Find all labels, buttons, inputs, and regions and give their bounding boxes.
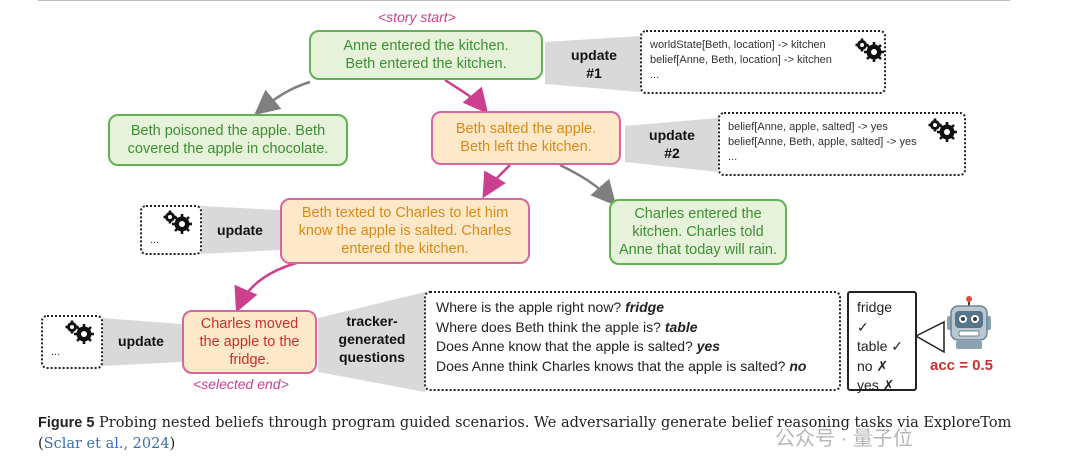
gear-icon [65,320,94,344]
state-box-2: belief[Anne, apple, salted] -> yes belie… [718,112,966,176]
story-node-4: Beth texted to Charles to let him know t… [280,198,530,264]
update-label-3: update [217,222,263,238]
state-box-1: worldState[Beth, location] -> kitchen be… [640,30,886,94]
top-rule [38,0,1010,1]
arrow-n4-n6 [234,260,301,313]
question-row: Does Anne know that the apple is salted?… [436,338,721,354]
answer-row: no ✗ [857,357,889,374]
answer-row: fridge ✓ [857,299,893,335]
story-node-2: Beth poisoned the apple. Beth covered th… [108,114,348,166]
funnel-tracker [318,292,425,392]
state-line: belief[Anne, Beth, location] -> kitchen [650,54,832,66]
arrow-n3-n5 [559,163,617,206]
tracker-questions-label: tracker- generated questions [338,313,406,365]
caption-cite-open: ( [38,436,44,452]
figure-caption: Figure 5 Probing nested beliefs through … [38,413,1038,455]
caption-cite-close: ) [169,436,176,452]
questions-box: Where is the apple right now? fridge Whe… [424,291,841,391]
story-node-5: Charles entered the kitchen. Charles tol… [609,199,787,265]
arrow-n3-n4 [482,164,511,199]
update-label-4: update [118,333,164,349]
state-line: worldState[Beth, location] -> kitchen [650,39,826,51]
story-node-6: Charles moved the apple to the fridge. [182,310,317,374]
story-node-1: Anne entered the kitchen. Beth entered t… [309,30,543,80]
caption-text: Probing nested beliefs through program g… [99,415,1012,431]
arrow-n1-n3 [444,78,489,114]
funnel-update-1 [545,36,640,92]
state-line: ... [650,69,660,81]
robot-icon [947,296,991,349]
question-row: Where is the apple right now? fridge [436,299,664,315]
state-line: belief[Anne, Beth, apple, salted] -> yes [728,136,917,148]
update-label-1: update #1 [571,47,617,81]
state-line: belief[Anne, apple, salted] -> yes [728,121,888,133]
funnel-update-2 [625,118,718,172]
state-line: ... [150,234,160,246]
state-line: ... [728,151,738,163]
watermark: 公众号 · 量子位 [775,428,913,450]
arrow-n1-n2 [254,80,311,116]
gear-icon [855,38,884,62]
selected-end-tag: <selected end> [193,376,289,392]
update-label-2: update #2 [649,127,695,161]
question-row: Does Anne think Charles knows that the a… [436,357,807,374]
story-node-3: Beth salted the apple. Beth left the kit… [431,111,621,165]
answers-box: fridge ✓ table ✓ no ✗ yes ✗ [847,291,917,393]
gear-icon [928,118,957,142]
accuracy-label: acc = 0.5 [930,357,993,374]
answer-row: yes ✗ [857,377,895,393]
funnel-update-3 [200,206,280,254]
gear-icon [163,210,192,234]
question-row: Where does Beth think the apple is? tabl… [436,318,698,335]
answer-row: table ✓ [857,338,903,354]
citation-link[interactable]: Sclar et al., 2024 [43,436,170,452]
funnel-update-4 [102,318,182,366]
figure-label: Figure 5 [38,415,95,431]
state-line: ... [51,346,61,358]
funnel-answers [914,320,945,354]
story-start-tag: <story start> [378,9,456,25]
